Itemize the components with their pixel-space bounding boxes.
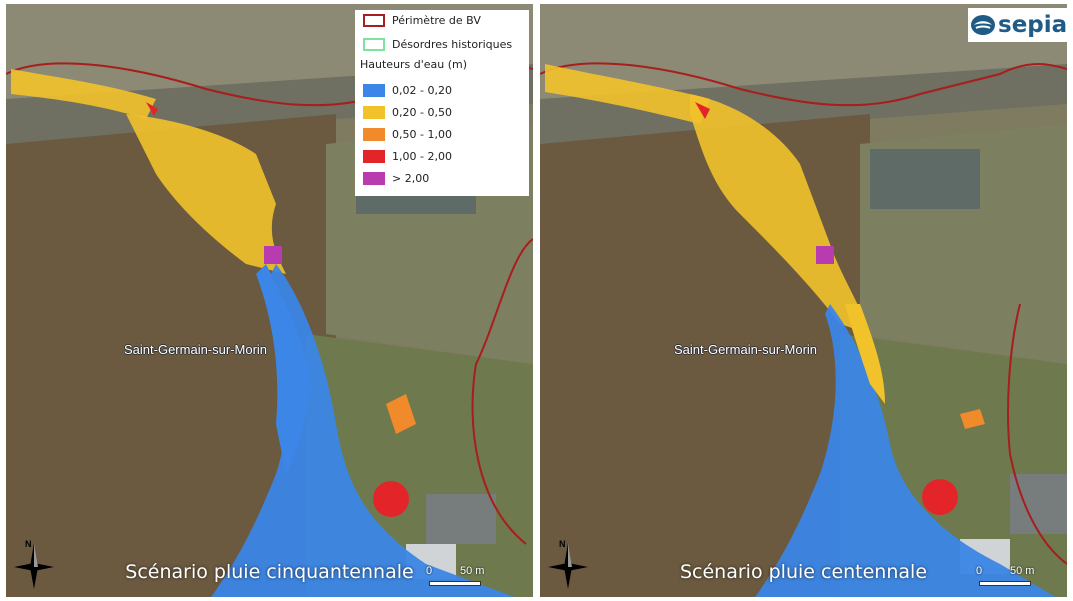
- legend-label: 0,50 - 1,00: [392, 127, 452, 141]
- color-swatch: [363, 171, 385, 185]
- map-panel-right: Saint-Germain-sur-Morin Scénario pluie c…: [540, 4, 1067, 597]
- scale-zero: 0: [976, 565, 983, 577]
- road: [540, 64, 1067, 144]
- logo-text: sepia: [998, 12, 1068, 38]
- legend-label: Périmètre de BV: [392, 13, 481, 27]
- historic-swatch: [363, 37, 385, 51]
- sepia-logo-icon: [971, 15, 995, 35]
- color-swatch: [363, 105, 385, 119]
- legend-title: Hauteurs d'eau (m): [360, 58, 468, 71]
- legend-label: 0,02 - 0,20: [392, 83, 452, 97]
- scale-max: 50 m: [1010, 565, 1035, 577]
- scenario-title: Scénario pluie cinquantennale: [125, 561, 414, 583]
- legend-class: 1,00 - 2,00: [363, 148, 452, 164]
- flood-magenta: [264, 246, 282, 264]
- scale-zero: 0: [426, 565, 433, 577]
- flood-blue: [755, 304, 1056, 597]
- north-arrow-icon: [548, 543, 588, 589]
- color-swatch: [363, 149, 385, 163]
- legend-class: 0,20 - 0,50: [363, 104, 452, 120]
- color-swatch: [363, 127, 385, 141]
- flood-yellow: [845, 304, 885, 404]
- north-letter: N: [25, 539, 32, 549]
- scale-bar: 0 50 m: [976, 565, 1046, 591]
- scale-max: 50 m: [460, 565, 485, 577]
- perimeter-line: [471, 238, 533, 545]
- flood-orange: [960, 409, 985, 429]
- flood-red: [695, 102, 710, 119]
- flood-red: [922, 479, 958, 515]
- flood-blue: [256, 264, 311, 474]
- legend-label: 0,20 - 0,50: [392, 105, 452, 119]
- place-label: Saint-Germain-sur-Morin: [124, 342, 268, 357]
- perimeter-swatch: [363, 13, 385, 27]
- legend-label: 1,00 - 2,00: [392, 149, 452, 163]
- flood-yellow: [690, 94, 870, 334]
- north-letter: N: [559, 539, 566, 549]
- building: [870, 149, 980, 209]
- sepia-logo: sepia: [968, 8, 1073, 42]
- flood-orange: [386, 394, 416, 434]
- place-label: Saint-Germain-sur-Morin: [674, 342, 818, 357]
- map-legend: Périmètre de BV Désordres historiques Ha…: [355, 10, 529, 196]
- north-arrow-icon: [14, 543, 54, 589]
- flood-yellow: [11, 69, 156, 119]
- perimeter-line: [540, 62, 1067, 107]
- flood-magenta: [816, 246, 834, 264]
- perimeter-line: [1007, 303, 1067, 565]
- flood-yellow: [545, 64, 710, 124]
- legend-label: Désordres historiques: [392, 37, 513, 51]
- building: [426, 494, 496, 544]
- legend-class: > 2,00: [363, 170, 429, 186]
- legend-item-historic: Désordres historiques: [363, 36, 512, 52]
- scale-bar: 0 50 m: [426, 565, 496, 591]
- scenario-title: Scénario pluie centennale: [679, 561, 928, 583]
- flood-red: [373, 481, 409, 517]
- flood-red: [146, 102, 158, 116]
- flood-map-right: [540, 4, 1067, 597]
- building: [1010, 474, 1067, 534]
- flood-yellow: [126, 114, 286, 274]
- legend-item-perimeter: Périmètre de BV: [363, 12, 481, 28]
- legend-class: 0,02 - 0,20: [363, 82, 452, 98]
- color-swatch: [363, 83, 385, 97]
- legend-class: 0,50 - 1,00: [363, 126, 452, 142]
- legend-label: > 2,00: [392, 171, 430, 185]
